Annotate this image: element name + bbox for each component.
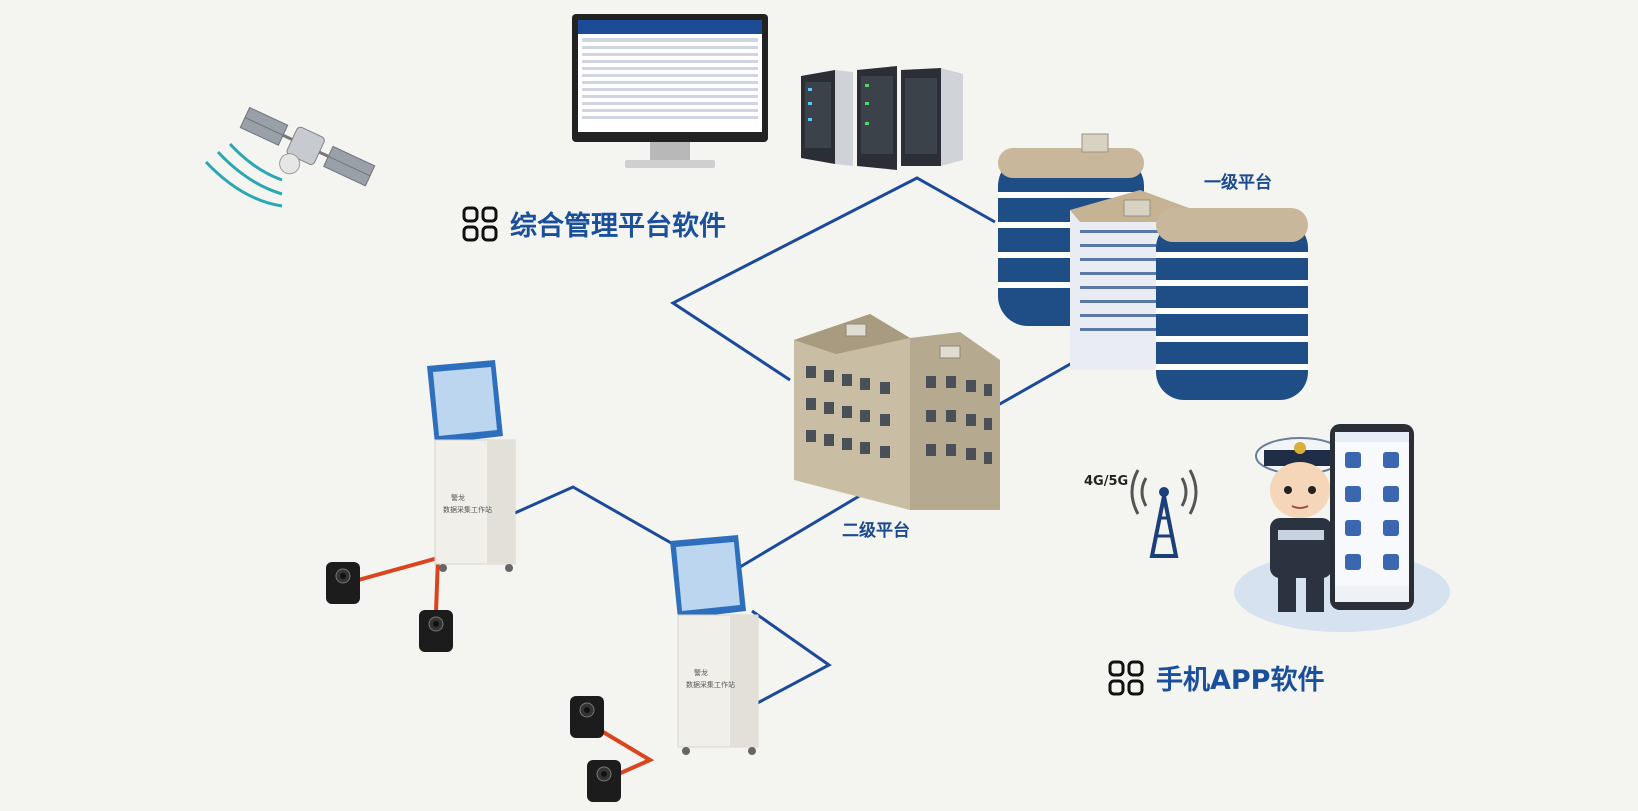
building-right — [1156, 208, 1308, 400]
kiosk-2-name: 数据采集工作站 — [686, 680, 735, 689]
link-kiosk2-bracket — [747, 609, 832, 710]
smartphone — [1330, 424, 1414, 610]
mobile-app-illustration — [1234, 424, 1450, 632]
body-camera-3 — [570, 696, 604, 738]
cell-tower-icon — [1130, 469, 1198, 558]
body-camera-4 — [587, 760, 621, 802]
heading-mobile-app: 手机APP软件 — [1108, 658, 1324, 697]
server-rack-1 — [801, 70, 835, 164]
heading-mobile-app-text: 手机APP软件 — [1156, 665, 1325, 696]
kiosk-1-name: 数据采集工作站 — [443, 505, 492, 514]
heading-management-software: 综合管理平台软件 — [462, 204, 726, 243]
level-two-platform-building — [794, 314, 1000, 510]
link-top — [670, 176, 996, 382]
level-one-platform-label: 一级平台 — [1204, 173, 1272, 193]
grid-four-squares-icon — [1108, 660, 1144, 695]
data-station-kiosk-1: 警龙 数据采集工作站 — [427, 360, 516, 572]
network-label: 4G/5G — [1084, 474, 1129, 489]
level-one-platform-buildings — [998, 133, 1308, 400]
body-camera-1 — [326, 562, 360, 604]
satellite-icon — [204, 106, 376, 208]
data-station-kiosk-2: 警龙 数据采集工作站 — [670, 535, 759, 755]
management-monitor — [572, 14, 768, 168]
server-rack-2 — [835, 70, 853, 166]
grid-four-squares-icon — [462, 206, 498, 241]
link-kiosk2-to-level2 — [739, 490, 867, 569]
link-kiosk1-to-kiosk2 — [496, 485, 681, 550]
server-racks — [801, 66, 963, 170]
kiosk-1-brand: 警龙 — [451, 493, 465, 502]
officer-illustration — [1255, 437, 1345, 612]
heading-management-software-text: 综合管理平台软件 — [510, 211, 726, 242]
body-camera-2 — [419, 610, 453, 652]
kiosk-2-brand: 警龙 — [694, 668, 708, 677]
level-two-platform-label: 二级平台 — [842, 521, 910, 541]
server-rack-4 — [901, 68, 963, 166]
server-rack-3 — [857, 66, 897, 170]
